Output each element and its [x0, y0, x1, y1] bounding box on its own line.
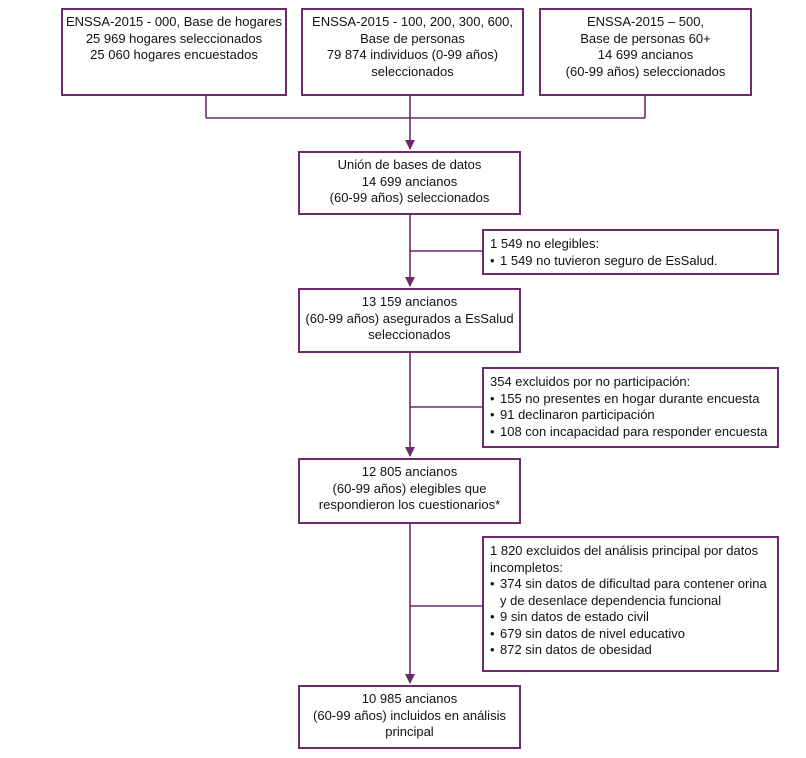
exclusion-item: 108 con incapacidad para responder encue…	[490, 424, 771, 441]
box-line: (60-99 años) seleccionados	[329, 190, 490, 205]
box-line: Base de personas 60+	[580, 30, 711, 46]
exclusion-box-no-elegibles: 1 549 no elegibles: 1 549 no tuvieron se…	[482, 229, 779, 275]
step-box-asegurados: 13 159 ancianos (60-99 años) asegurados …	[298, 288, 521, 353]
box-line: 79 874 individuos (0-99 años)	[326, 47, 499, 62]
box-line: Unión de bases de datos	[337, 157, 482, 172]
box-line: seleccionados	[371, 63, 454, 79]
source-box-hogares: ENSSA-2015 - 000, Base de hogares 25 969…	[61, 8, 287, 96]
box-line: ENSSA-2015 - 000, Base de hogares	[65, 14, 283, 29]
box-line: (60-99 años) incluidos en análisis	[313, 707, 506, 723]
box-line: 14 699 ancianos	[361, 173, 458, 189]
step-box-incluidos: 10 985 ancianos (60-99 años) incluidos e…	[298, 685, 521, 749]
box-line: 13 159 ancianos	[361, 294, 458, 309]
box-line: respondieron los cuestionarios*	[318, 497, 501, 512]
box-line: 12 805 ancianos	[361, 464, 458, 479]
step-box-elegibles: 12 805 ancianos (60-99 años) elegibles q…	[298, 458, 521, 524]
exclusion-box-datos-incompletos: 1 820 excluidos del análisis principal p…	[482, 536, 779, 672]
step-box-union: Unión de bases de datos 14 699 ancianos …	[298, 151, 521, 215]
source-box-personas-60: ENSSA-2015 – 500, Base de personas 60+ 1…	[539, 8, 752, 96]
box-line: seleccionados	[368, 327, 451, 342]
exclusion-item: 872 sin datos de obesidad	[490, 642, 771, 659]
exclusion-item: 374 sin datos de dificultad para contene…	[490, 576, 771, 593]
box-line: principal	[385, 724, 434, 739]
box-line: 10 985 ancianos	[361, 691, 458, 706]
box-line: ENSSA-2015 – 500,	[586, 14, 705, 29]
box-line: ENSSA-2015 - 100, 200, 300, 600,	[312, 14, 513, 29]
box-line: (60-99 años) asegurados a EsSalud	[305, 310, 514, 326]
exclusion-item: 155 no presentes en hogar durante encues…	[490, 391, 771, 408]
exclusion-item-continuation: y de desenlace dependencia funcional	[500, 592, 722, 608]
box-line: 25 969 hogares seleccionados	[85, 30, 263, 46]
box-line: 25 060 hogares encuestados	[90, 47, 258, 62]
box-line: (60-99 años) elegibles que	[332, 480, 487, 496]
exclusion-item: 91 declinaron participación	[490, 407, 771, 424]
exclusion-item: 679 sin datos de nivel educativo	[490, 626, 771, 643]
exclusion-header: 1 549 no elegibles:	[490, 236, 600, 251]
exclusion-header: 1 820 excluidos del análisis principal p…	[490, 543, 759, 558]
exclusion-box-no-participacion: 354 excluidos por no participación: 155 …	[482, 367, 779, 448]
exclusion-header: 354 excluidos por no participación:	[490, 374, 691, 389]
exclusion-item: 1 549 no tuvieron seguro de EsSalud.	[490, 253, 771, 270]
source-box-personas: ENSSA-2015 - 100, 200, 300, 600, Base de…	[301, 8, 524, 96]
exclusion-item: 9 sin datos de estado civil	[490, 609, 771, 626]
box-line: (60-99 años) seleccionados	[565, 63, 726, 79]
box-line: Base de personas	[360, 30, 465, 46]
box-line: 14 699 ancianos	[597, 47, 694, 62]
exclusion-header: incompletos:	[490, 559, 563, 575]
